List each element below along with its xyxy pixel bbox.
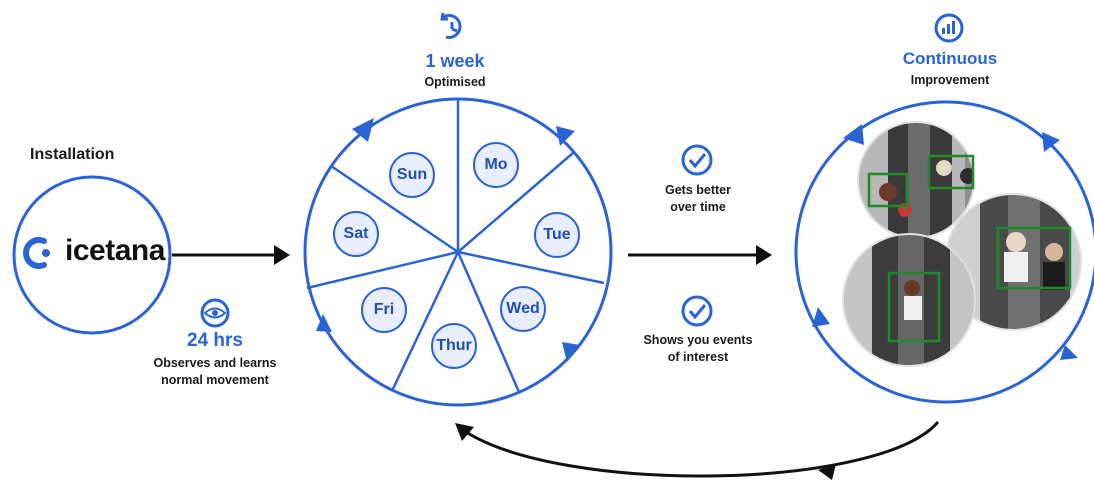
arrow-head-2 (756, 245, 772, 265)
day-label: Fri (373, 301, 395, 318)
improvement-label: Improvement (910, 73, 990, 87)
check-circle-icon (681, 144, 713, 176)
installation-circle (12, 175, 172, 335)
observes-line2: normal movement (161, 373, 269, 387)
check-circle-icon (681, 295, 713, 327)
return-loop-curve (462, 421, 940, 478)
icetana-logo-text: icetana (65, 234, 165, 267)
wheel-direction-arrow-top-left (352, 118, 374, 142)
loop-arrow-bottom-left (812, 307, 830, 327)
day-bubble-fri: Fri (361, 287, 407, 333)
benefit-2-line1: Shows you events (643, 333, 753, 347)
day-bubble-thur: Thur (431, 323, 477, 369)
observes-line1: Observes and learns (153, 356, 277, 370)
optimised-label: Optimised (424, 75, 486, 89)
day-bubble-sun: Sun (389, 152, 435, 198)
day-bubble-mo: Mo (473, 142, 519, 188)
return-arrow-head-left (455, 423, 474, 441)
day-bubble-wed: Wed (500, 286, 546, 332)
arrow-head-1 (274, 245, 290, 265)
day-bubble-tue: Tue (534, 212, 580, 258)
duration-1week: 1 week (425, 51, 485, 71)
loop-arrow-top-left (843, 124, 864, 145)
day-label: Thur (436, 337, 472, 354)
day-label: Sat (343, 225, 369, 242)
icetana-c-icon (23, 237, 50, 269)
duration-24hrs: 24 hrs (187, 330, 243, 351)
eye-icon (200, 298, 230, 328)
loop-arrow-bottom-right (1060, 345, 1078, 360)
installation-title: Installation (30, 146, 115, 163)
benefit-1-line1: Gets better (665, 183, 731, 197)
wheel-direction-arrow-bottom-left (316, 314, 332, 332)
day-label: Sun (396, 166, 428, 183)
benefit-1-line2: over time (670, 200, 726, 214)
continuous-label: Continuous (902, 49, 998, 68)
wheel-direction-arrow-top-right (556, 126, 575, 146)
escalator-camera-views (842, 121, 1082, 367)
history-clock-icon (440, 12, 462, 39)
day-label: Wed (506, 300, 540, 317)
wheel-direction-arrow-bottom-right (562, 342, 580, 362)
bar-chart-icon (934, 13, 964, 43)
day-bubble-sat: Sat (333, 211, 379, 257)
day-label: Tue (543, 226, 571, 243)
day-label: Mo (484, 156, 508, 173)
loop-arrow-top-right (1042, 132, 1060, 152)
benefit-2-line2: of interest (667, 350, 729, 364)
return-arrow-head-right (818, 464, 836, 480)
